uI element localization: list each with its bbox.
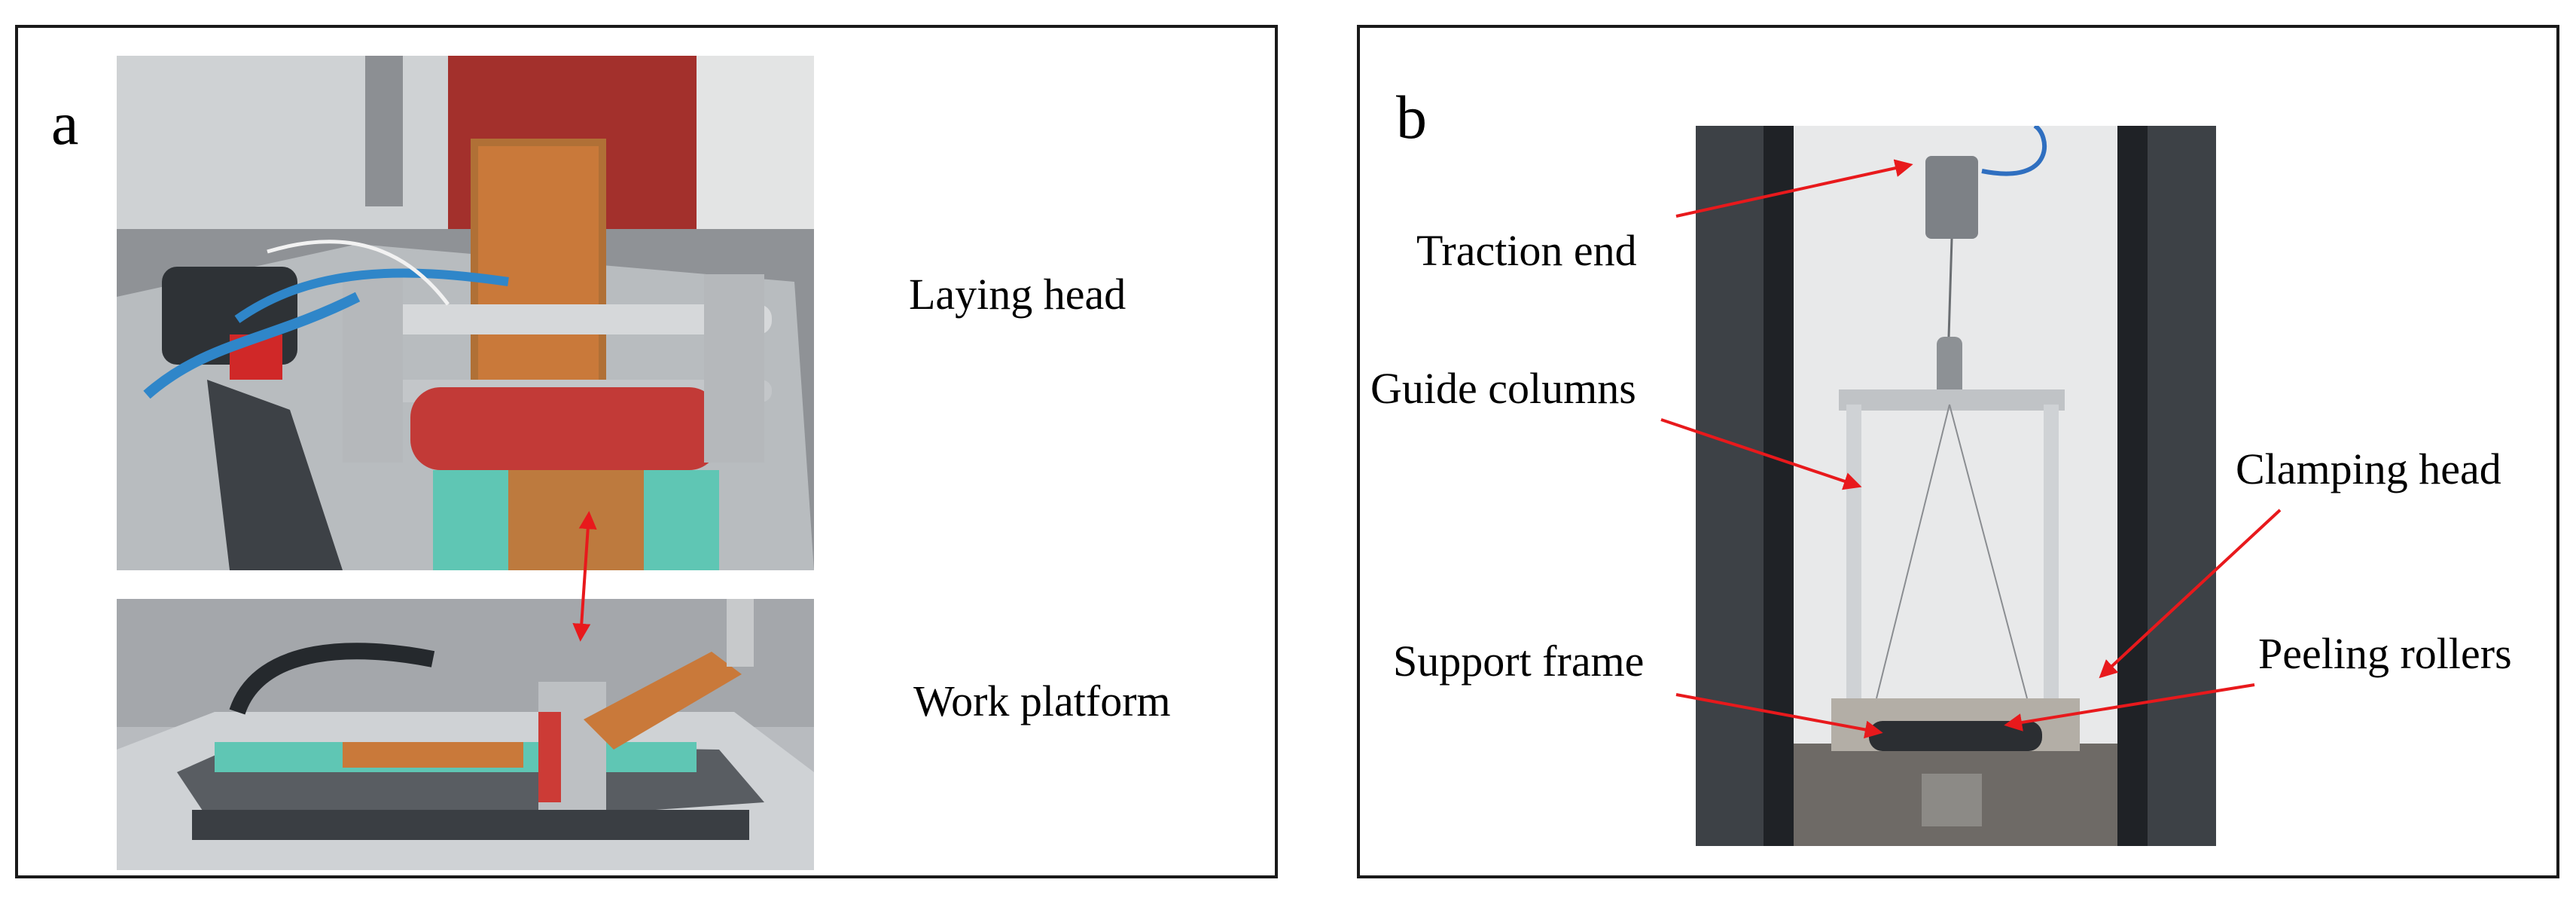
panel-a-arrows (572, 511, 597, 642)
guide-columns-arrow (1660, 418, 1862, 490)
traction-end-arrow (1675, 159, 1913, 218)
peeling-rollers-label: Peeling rollers (2258, 629, 2512, 678)
panel-label-a: a (51, 89, 79, 157)
work-platform-photo (117, 599, 814, 870)
peeling-rollers-arrow (2004, 683, 2255, 731)
traction-end-label: Traction end (1416, 226, 1637, 275)
guide-columns-label: Guide columns (1370, 364, 1636, 413)
clamping-head-label: Clamping head (2236, 444, 2501, 493)
laying-head-label: Laying head (909, 270, 1126, 319)
work-platform-label: Work platform (913, 677, 1171, 725)
link-arrow (572, 511, 597, 642)
panel-b-arrows (1660, 159, 2282, 739)
panel-label-b: b (1396, 83, 1427, 151)
support-frame-arrow (1675, 693, 1883, 739)
figure-panel-a: a (15, 25, 1278, 878)
clamping-head-arrow (2099, 509, 2282, 679)
laying-head-photo (117, 56, 814, 570)
figure-panel-b: b Traction end Guide columns Clamping he… (1357, 25, 2559, 878)
support-frame-label: Support frame (1393, 637, 1645, 686)
